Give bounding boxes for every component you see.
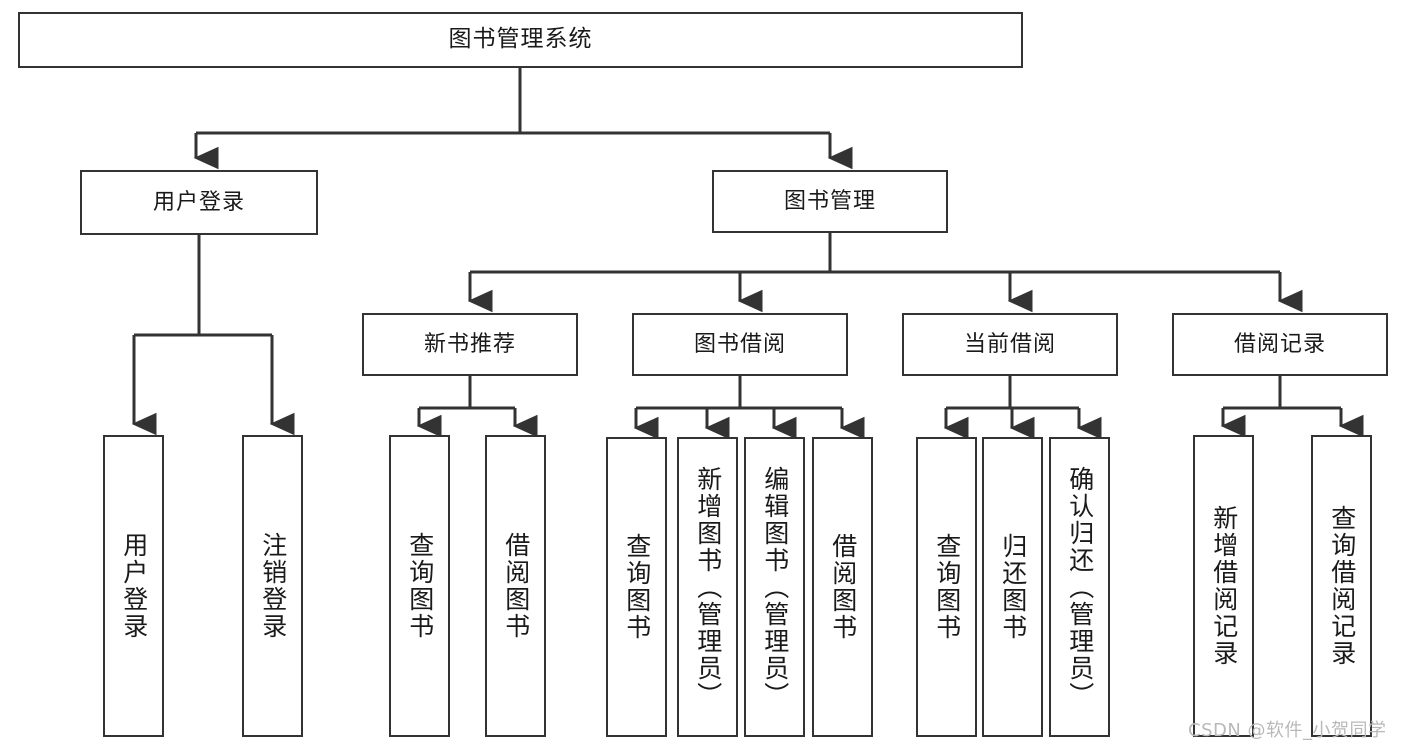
node-label: 确认归还（管理员）	[1065, 465, 1095, 709]
node-label: 图书管理系统	[448, 26, 593, 53]
node-borrow-record[interactable]: 借阅记录	[1172, 313, 1388, 376]
node-label: 查询图书	[932, 533, 962, 641]
node-label: 用户登录	[119, 532, 149, 640]
watermark: CSDN @软件_小贺同学	[1188, 720, 1387, 741]
leaf-query-book-recommend[interactable]: 查询图书	[389, 435, 450, 737]
node-user-login[interactable]: 用户登录	[80, 170, 318, 235]
node-label: 归还图书	[998, 533, 1028, 641]
node-current-borrow[interactable]: 当前借阅	[902, 313, 1118, 376]
leaf-confirm-return[interactable]: 确认归还（管理员）	[1049, 437, 1110, 737]
leaf-return-book[interactable]: 归还图书	[982, 437, 1043, 737]
node-label: 新增借阅记录	[1209, 505, 1239, 667]
node-label: 注销登录	[258, 532, 288, 640]
leaf-add-book[interactable]: 新增图书（管理员）	[677, 437, 738, 737]
node-label: 借阅记录	[1233, 331, 1326, 357]
node-label: 查询图书	[622, 533, 652, 641]
leaf-query-borrow-record[interactable]: 查询借阅记录	[1311, 435, 1372, 737]
leaf-add-borrow-record[interactable]: 新增借阅记录	[1193, 435, 1254, 737]
node-label: 借阅图书	[828, 533, 858, 641]
node-label: 查询借阅记录	[1327, 505, 1357, 667]
node-label: 用户登录	[152, 189, 245, 215]
node-new-book-recommend[interactable]: 新书推荐	[362, 313, 578, 376]
leaf-borrow-book[interactable]: 借阅图书	[812, 437, 873, 737]
leaf-query-book-current[interactable]: 查询图书	[916, 437, 977, 737]
node-label: 图书管理	[783, 188, 876, 214]
leaf-borrow-book-recommend[interactable]: 借阅图书	[485, 435, 546, 737]
leaf-user-login[interactable]: 用户登录	[103, 435, 164, 737]
node-label: 借阅图书	[501, 532, 531, 640]
node-label: 图书借阅	[693, 331, 786, 357]
node-root-book-management-system[interactable]: 图书管理系统	[18, 12, 1023, 68]
leaf-query-book-borrow[interactable]: 查询图书	[606, 437, 667, 737]
node-label: 新书推荐	[423, 331, 516, 357]
node-label: 新增图书（管理员）	[693, 465, 723, 709]
node-label: 当前借阅	[963, 331, 1056, 357]
node-book-management[interactable]: 图书管理	[712, 170, 948, 233]
node-label: 编辑图书（管理员）	[760, 465, 790, 709]
leaf-logout[interactable]: 注销登录	[242, 435, 303, 737]
node-book-borrow[interactable]: 图书借阅	[632, 313, 848, 376]
node-label: 查询图书	[405, 532, 435, 640]
leaf-edit-book[interactable]: 编辑图书（管理员）	[744, 437, 805, 737]
